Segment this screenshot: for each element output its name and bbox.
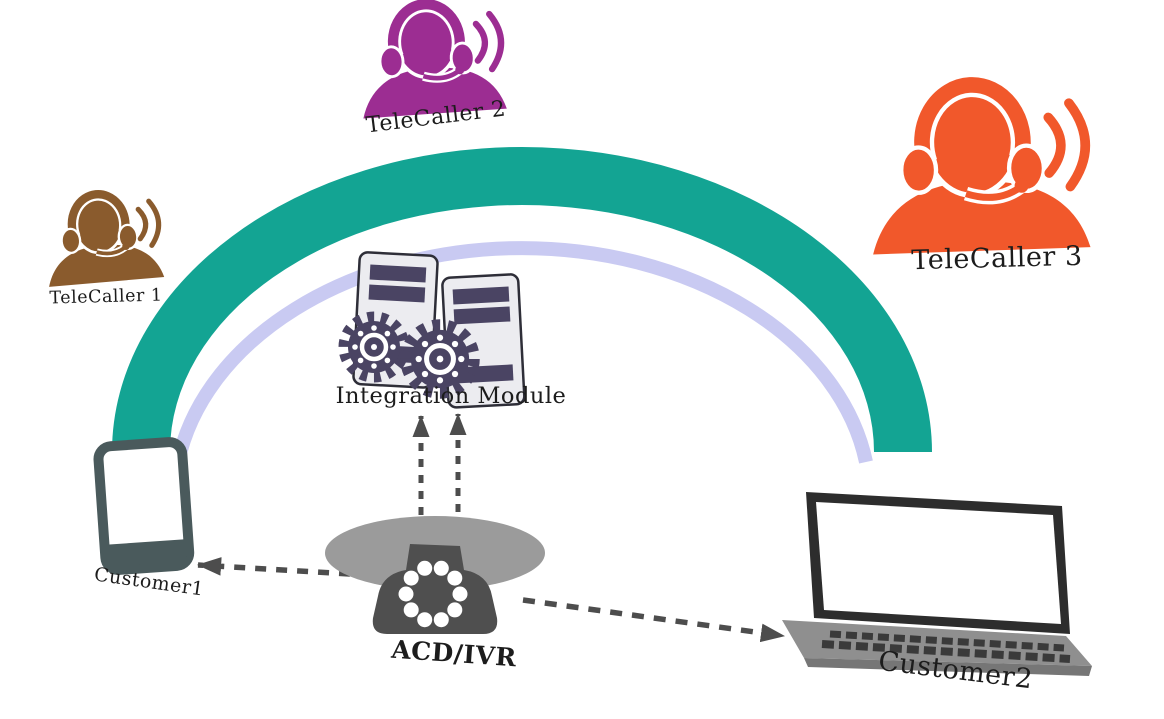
telecaller1-headset-agent-icon	[41, 188, 169, 289]
customer1-tablet-icon	[93, 437, 195, 575]
arc-lavender-band	[171, 241, 873, 464]
integration-module-servers-gears-icon	[336, 251, 526, 409]
telecaller3-headset-agent-icon	[866, 80, 1099, 258]
customer2-laptop-icon	[782, 492, 1092, 676]
keyboard-row	[829, 630, 1065, 652]
arrow-acdivr-to-customer2	[522, 597, 786, 643]
rotary-dial	[398, 560, 468, 628]
acdivr-telephone-icon	[325, 516, 545, 634]
telecaller1-label: TeleCaller 1	[49, 285, 163, 309]
integration-module-label: Integration Module	[335, 383, 567, 409]
keyboard-row	[821, 640, 1071, 663]
arrow-acdivr-to-customer1	[196, 557, 351, 577]
arc-teal-band	[112, 147, 932, 452]
